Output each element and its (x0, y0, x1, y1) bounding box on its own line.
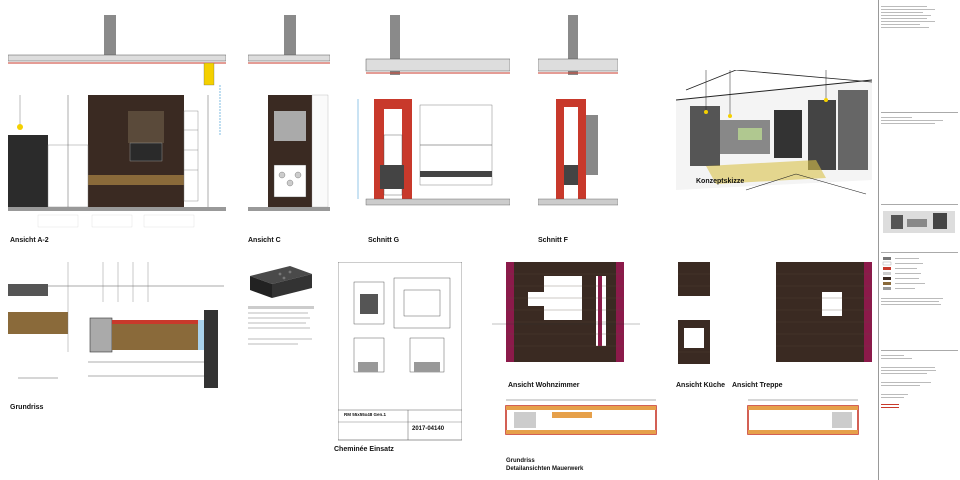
cheminee-einsatz-panel: RM 55x55x48 Gen.1 2017-04140 Cheminée Ei… (334, 261, 463, 462)
konzeptskizze-label: Konzeptskizze (696, 178, 745, 185)
ansicht-wohnzimmer-drawing (492, 262, 640, 373)
ansicht-treppe-label: Ansicht Treppe (732, 382, 783, 389)
grundriss-panel: Grundriss (8, 262, 224, 422)
ansicht-a2-label: Ansicht A-2 (10, 237, 49, 244)
schnitt-g-panel: Schnitt G (350, 15, 511, 244)
thumbnail-section (881, 204, 958, 244)
material-legend (881, 252, 958, 342)
grundriss-detail-label-2: Detailansichten Mauerwerk (506, 466, 584, 472)
cheminee-einsatz-sheet (337, 261, 463, 441)
ansicht-wohnzimmer-panel: Ansicht Wohnzimmer (492, 262, 640, 389)
grundriss-detail-label-1: Grundriss (506, 458, 535, 464)
legend-section (881, 4, 958, 64)
schnitt-f-panel: Schnitt F (537, 15, 619, 244)
konzeptskizze-panel: Konzeptskizze (675, 69, 873, 200)
ansicht-kueche-panel: Ansicht Küche (672, 262, 725, 389)
revisions-section (881, 112, 958, 192)
grundriss-detail-panel: Grundriss Detailansichten Mauerwerk (492, 396, 872, 476)
cheminee-einsatz-label: Cheminée Einsatz (334, 446, 394, 453)
ansicht-treppe-drawing (776, 262, 872, 362)
ansicht-a2-drawing (7, 15, 227, 228)
grundriss-drawing (8, 262, 224, 388)
cheminee-model-label: RM 55x55x48 Gen.1 (344, 412, 387, 417)
project-info-section (881, 350, 958, 476)
ansicht-c-panel: Ansicht C (247, 15, 331, 244)
cheminee-number-label: 2017-04140 (412, 426, 445, 432)
konzeptskizze-sketch (675, 69, 873, 195)
ansicht-treppe-panel: Ansicht Treppe (730, 262, 872, 389)
ansicht-a2-panel: Ansicht A-2 (7, 15, 227, 244)
title-block-sidebar (878, 0, 960, 480)
ansicht-c-drawing (247, 15, 331, 211)
ansicht-kueche-drawing (678, 262, 710, 364)
schnitt-f-drawing (537, 15, 619, 206)
brick-product-panel (244, 262, 322, 354)
ansicht-wohnzimmer-label: Ansicht Wohnzimmer (508, 382, 580, 389)
ansicht-c-label: Ansicht C (248, 237, 281, 244)
brick-product-drawing (248, 266, 314, 345)
schnitt-g-drawing (357, 15, 511, 206)
schnitt-g-label: Schnitt G (368, 237, 400, 244)
grundriss-label: Grundriss (10, 404, 44, 411)
ansicht-kueche-label: Ansicht Küche (676, 382, 726, 389)
schnitt-f-label: Schnitt F (538, 237, 568, 244)
grundriss-detail-drawing (505, 399, 859, 435)
